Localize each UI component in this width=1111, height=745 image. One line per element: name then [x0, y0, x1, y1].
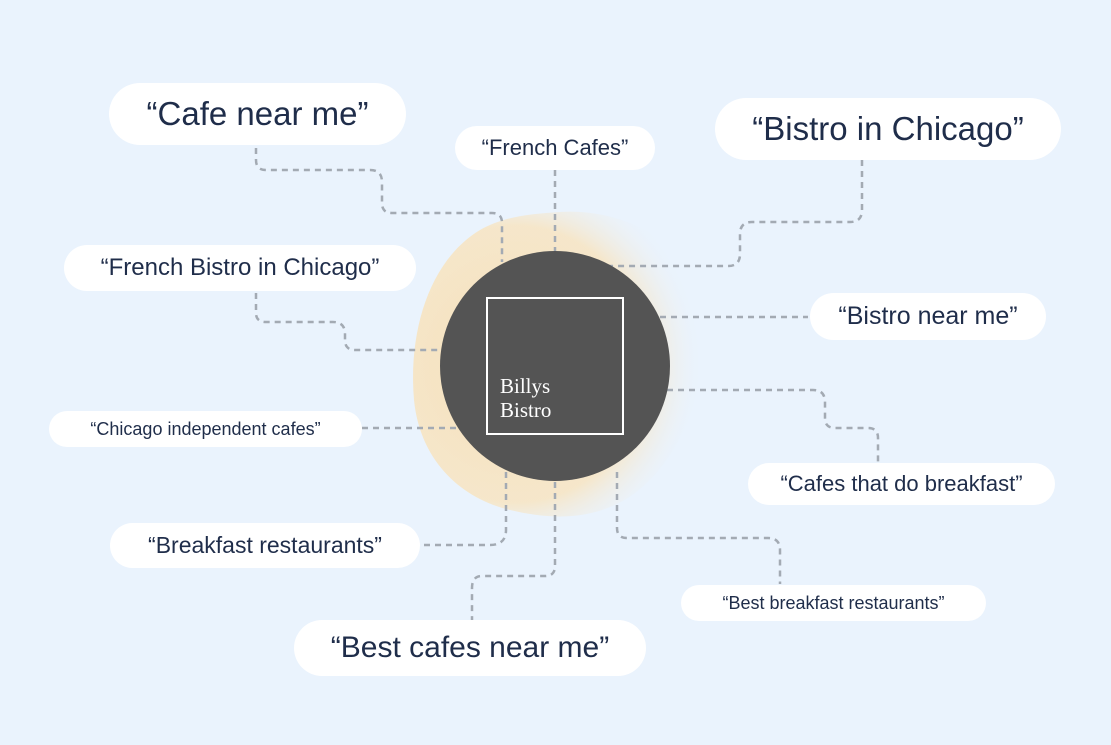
term-best-breakfast-restaurants: “Best breakfast restaurants” — [681, 585, 986, 621]
term-breakfast-restaurants: “Breakfast restaurants” — [110, 523, 420, 568]
connector-cafes-breakfast — [667, 388, 880, 462]
brand-name-line1: Billys — [500, 374, 551, 398]
connector-best-cafes — [470, 482, 557, 620]
term-french-cafes: “French Cafes” — [455, 126, 655, 170]
term-cafe-near-me: “Cafe near me” — [109, 83, 406, 145]
brand-hub — [440, 251, 670, 481]
connector-best-breakfast — [615, 472, 782, 584]
term-cafes-that-do-breakfast: “Cafes that do breakfast” — [748, 463, 1055, 505]
term-best-cafes-near-me: “Best cafes near me” — [294, 620, 646, 676]
term-bistro-near-me: “Bistro near me” — [810, 293, 1046, 340]
connector-french-bistro — [254, 293, 444, 352]
brand-name-line2: Bistro — [500, 398, 552, 422]
connector-bistro-in-chicago — [605, 160, 864, 268]
brand-logo-text: Billys Bistro — [500, 374, 610, 422]
connector-cafe-near-me — [254, 148, 504, 262]
term-chicago-independent-cafes: “Chicago independent cafes” — [49, 411, 362, 447]
connector-breakfast-restaurants — [424, 470, 508, 547]
term-french-bistro-in-chicago: “French Bistro in Chicago” — [64, 245, 416, 291]
term-bistro-in-chicago: “Bistro in Chicago” — [715, 98, 1061, 160]
brand-logo — [486, 297, 624, 435]
